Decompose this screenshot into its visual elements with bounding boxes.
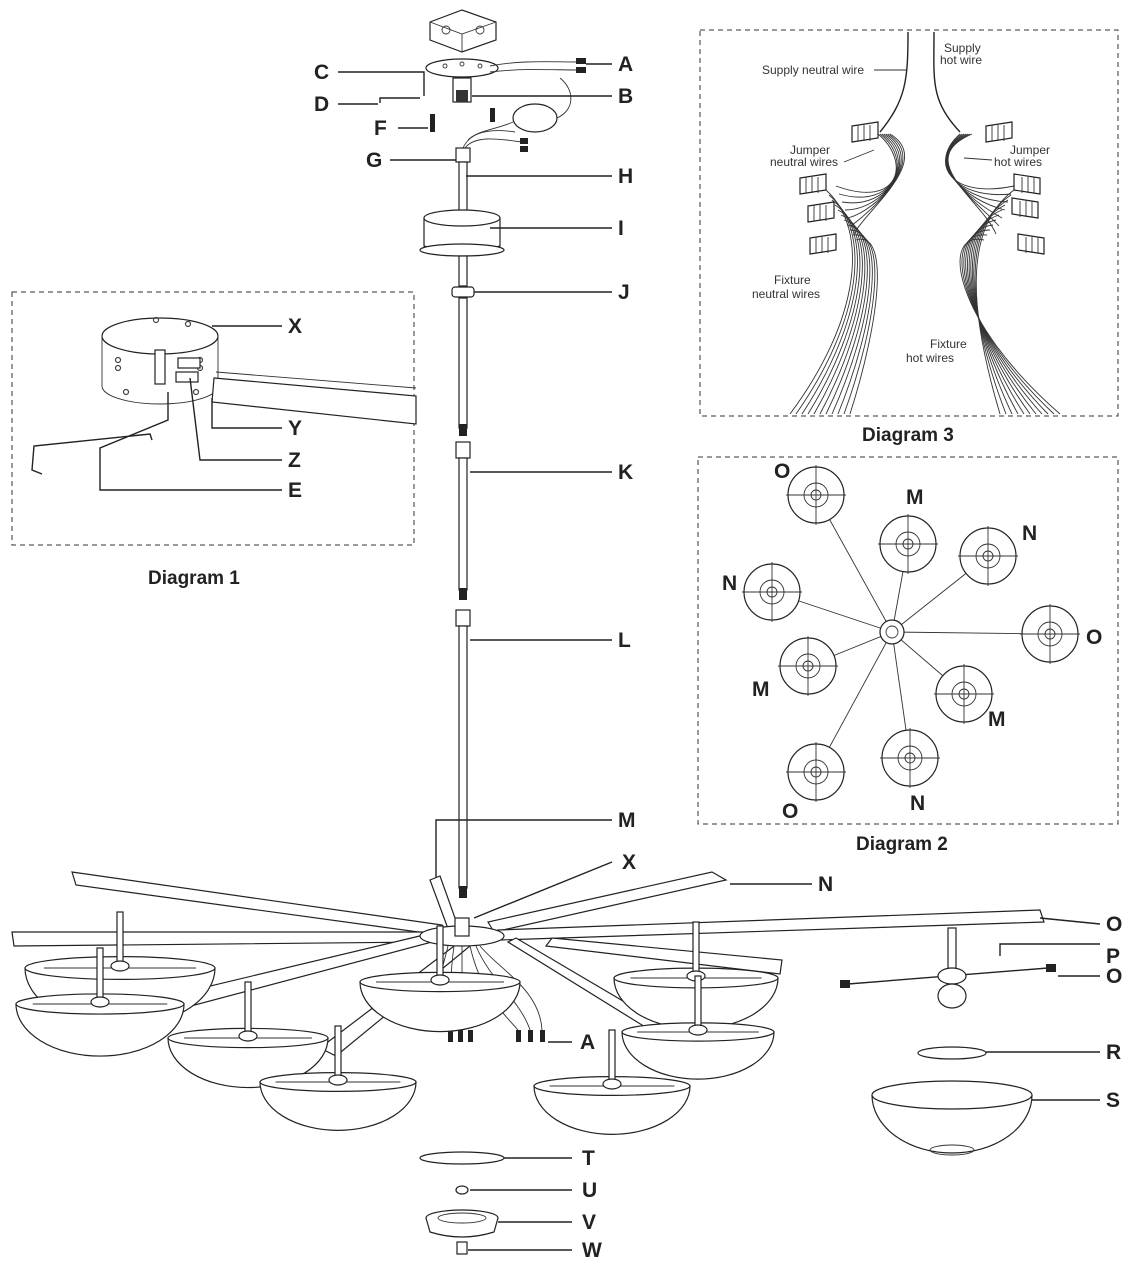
diagram-3-wire-nuts [799,121,1045,255]
shade-8 [533,1029,691,1135]
diagram-1: Diagram 1 X Y Z E [11,291,417,589]
label-d: D [314,93,329,116]
label-r: R [1106,1041,1121,1064]
d2-label-m-1: M [906,486,924,509]
leader-lines [338,63,1101,1251]
d2-label-n-1: N [1022,522,1037,545]
diagram-2-frame [697,456,1119,825]
label-w: W [582,1239,602,1262]
label-u: U [582,1179,597,1202]
shades [15,911,779,1135]
label-c: C [314,61,329,84]
collar-j [451,286,475,298]
label-s: S [1106,1089,1120,1112]
d2-shade-1 [786,465,846,525]
d3-jumper-neutral-label-1: Jumper [790,143,830,157]
driver-module [467,77,572,141]
diagram-3: Supply neutral wire Supply hot wire Jump… [699,29,1119,446]
label-f: F [374,117,387,140]
supply-wires-top [489,58,586,73]
coupling-g [455,147,471,163]
finial-cup-v [425,1209,499,1238]
d2-shade-9 [880,728,940,788]
label-t: T [582,1147,595,1170]
d3-supply-hot-label-1: Supply [944,41,981,55]
d2-label-n-2: N [722,572,737,595]
label-h: H [618,165,633,188]
label-a-top: A [618,53,633,76]
diagram-2-caption: Diagram 2 [856,834,948,855]
d2-label-m-2: M [752,678,770,701]
shade-detail [840,927,1056,1156]
label-o-main: O [1106,913,1122,936]
d2-shade-8 [786,742,846,802]
label-z: Z [288,449,301,472]
d3-fixture-neutral-label-2: neutral wires [752,287,820,301]
d3-jumper-hot-label-1: Jumper [1010,143,1050,157]
ground-wire-d [379,97,420,103]
screws-f [430,108,495,132]
label-o-screw: O [1106,965,1122,988]
diagram-1-frame [11,291,415,546]
canopy-wires [462,130,528,152]
diagram-2-hub [879,619,905,645]
plate-t [419,1151,505,1165]
d2-label-n-3: N [910,792,925,815]
canopy-i [419,209,505,257]
d2-shade-7 [934,664,994,724]
d3-supply-neutral-label: Supply neutral wire [762,63,864,77]
cap-w [456,1241,468,1255]
d2-label-o-3: O [782,800,798,823]
d3-jumper-neutral-label-2: neutral wires [770,155,838,169]
label-a-bottom: A [580,1031,595,1054]
diagram-2: O M N N O M M O N Diagram 2 [697,456,1119,855]
d3-fixture-hot-label-1: Fixture [930,337,967,351]
label-p: P [1106,945,1120,968]
stem-lower-h [458,255,468,287]
stem-1 [458,297,468,436]
label-x-main: X [622,851,636,874]
shade-2 [15,947,185,1057]
diagram-2-shades [742,465,1080,802]
d2-label-o-1: O [774,460,790,483]
label-n-main: N [818,873,833,896]
label-y: Y [288,417,302,440]
label-b: B [618,85,633,108]
d3-jumper-hot-label-2: hot wires [994,155,1042,169]
label-g: G [366,149,382,172]
diagram-3-wires [789,133,1061,415]
label-e: E [288,479,302,502]
label-l: L [618,629,631,652]
nut-u [455,1185,469,1195]
diagram-3-frame [699,29,1119,417]
stem-l [455,609,471,898]
shade-5 [359,925,521,1033]
label-v: V [582,1211,596,1234]
stem-k [455,441,471,600]
junction-box [429,9,497,53]
d2-shade-3 [958,526,1018,586]
d2-shade-6 [778,636,838,696]
shade-4 [259,1025,417,1131]
label-x-d1: X [288,315,302,338]
label-k: K [618,461,633,484]
diagram-3-caption: Diagram 3 [862,425,954,446]
d2-shade-2 [878,514,938,574]
d2-shade-4 [742,562,802,622]
d3-fixture-hot-label-2: hot wires [906,351,954,365]
label-m: M [618,809,636,832]
d2-label-m-3: M [988,708,1006,731]
label-i: I [618,217,624,240]
shade-7 [621,975,775,1080]
diagram-1-caption: Diagram 1 [148,568,240,589]
d3-fixture-neutral-label-1: Fixture [774,273,811,287]
mounting-plate [425,58,499,103]
d3-supply-hot-label-2: hot wire [940,53,982,67]
d2-shade-5 [1020,604,1080,664]
d2-label-o-2: O [1086,626,1102,649]
label-j: J [618,281,630,304]
